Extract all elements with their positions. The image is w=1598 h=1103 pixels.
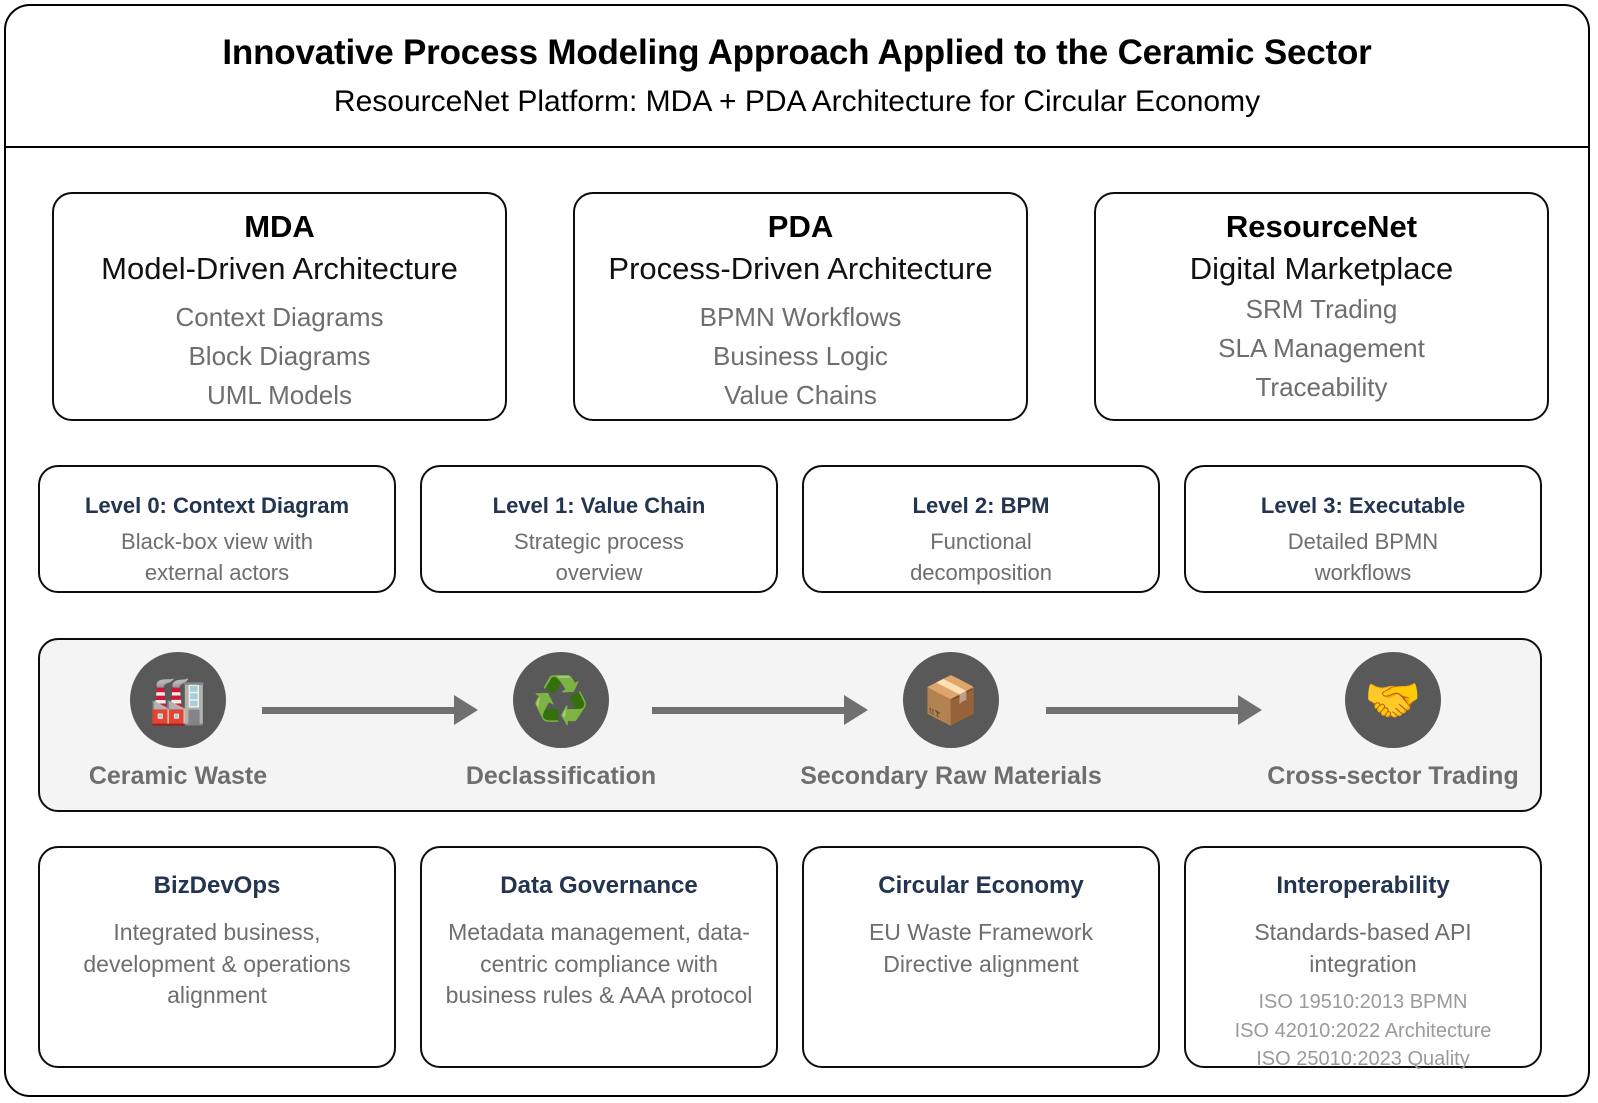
concept-title: Data Governance	[500, 872, 698, 899]
pillar-item-list: BPMN Workflows Business Logic Value Chai…	[700, 298, 902, 415]
pillar-item: SRM Trading	[1245, 294, 1398, 325]
level-card-3[interactable]: Level 3: Executable Detailed BPMN workfl…	[1184, 465, 1542, 593]
page-subtitle: ResourceNet Platform: MDA + PDA Architec…	[333, 84, 1261, 118]
concept-title: Circular Economy	[878, 872, 1084, 899]
concept-card-interoperability[interactable]: Interoperability Standards-based API int…	[1184, 846, 1542, 1070]
flow-arrow-1	[262, 695, 478, 725]
level-title: Level 0: Context Diagram	[84, 493, 350, 518]
pillar-item: BPMN Workflows	[699, 302, 902, 333]
flow-node-label: Cross-sector Trading	[1267, 762, 1519, 790]
flow-node-label: Secondary Raw Materials	[800, 762, 1102, 790]
standard-note: ISO 42010:2022 Architecture	[1234, 1019, 1492, 1042]
page-title: Innovative Process Modeling Approach App…	[222, 33, 1372, 73]
concept-description: EU Waste Framework Directive alignment	[868, 918, 1094, 977]
diagram-frame: Innovative Process Modeling Approach App…	[4, 4, 1590, 1097]
flow-node-declassification[interactable]: ♻️ Declassification	[411, 652, 711, 791]
pillar-card-mda[interactable]: MDA Model-Driven Architecture Context Di…	[52, 192, 507, 421]
factory-icon: 🏭	[130, 652, 226, 748]
arrow-head	[1238, 695, 1262, 725]
level-card-1[interactable]: Level 1: Value Chain Strategic process o…	[420, 465, 778, 593]
pillar-subtitle: Model-Driven Architecture	[101, 250, 458, 286]
pillar-card-resourcenet[interactable]: ResourceNet Digital Marketplace SRM Trad…	[1094, 192, 1549, 421]
arrow-head	[454, 695, 478, 725]
arrow-shaft	[1046, 706, 1238, 714]
concept-description: Integrated business, development & opera…	[83, 918, 351, 1009]
level-description: Black-box view with external actors	[121, 529, 313, 586]
pillar-item-list: Context Diagrams Block Diagrams UML Mode…	[175, 298, 383, 415]
level-card-2[interactable]: Level 2: BPM Functional decomposition	[802, 465, 1160, 593]
pillar-item: Block Diagrams	[188, 341, 371, 372]
arrow-shaft	[262, 706, 454, 714]
standard-note: ISO 19510:2013 BPMN	[1258, 991, 1468, 1014]
pillar-item: SLA Management	[1218, 333, 1425, 364]
pillar-title: ResourceNet	[1225, 209, 1418, 244]
pillar-title: MDA	[244, 209, 315, 244]
pillar-title: PDA	[767, 209, 834, 244]
arrow-head	[844, 695, 868, 725]
flow-node-label: Ceramic Waste	[88, 762, 268, 790]
flow-node-secondary-raw-materials[interactable]: 📦 Secondary Raw Materials	[800, 652, 1102, 791]
level-title: Level 3: Executable	[1260, 493, 1466, 518]
concept-description: Standards-based API integration	[1254, 918, 1472, 977]
concept-title: Interoperability	[1276, 872, 1450, 899]
level-description: Functional decomposition	[910, 529, 1052, 586]
recycle-icon: ♻️	[513, 652, 609, 748]
flow-node-label: Declassification	[465, 762, 657, 790]
pillar-subtitle: Digital Marketplace	[1189, 250, 1454, 286]
concept-card-bizdevops[interactable]: BizDevOps Integrated business, developme…	[38, 846, 396, 1068]
pillar-item: Value Chains	[724, 380, 877, 411]
concept-description: Metadata management, data-centric compli…	[445, 918, 753, 1009]
standard-note: ISO 25010:2023 Quality	[1256, 1048, 1470, 1071]
handshake-icon: 🤝	[1345, 652, 1441, 748]
flow-node-ceramic-waste[interactable]: 🏭 Ceramic Waste	[28, 652, 328, 791]
header: Innovative Process Modeling Approach App…	[6, 6, 1588, 148]
level-description: Detailed BPMN workflows	[1287, 529, 1439, 586]
pillar-card-pda[interactable]: PDA Process-Driven Architecture BPMN Wor…	[573, 192, 1028, 421]
flow-node-cross-sector-trading[interactable]: 🤝 Cross-sector Trading	[1243, 652, 1543, 791]
pillar-item: Traceability	[1255, 372, 1388, 403]
flow-arrow-2	[652, 695, 868, 725]
concept-card-circular-economy[interactable]: Circular Economy EU Waste Framework Dire…	[802, 846, 1160, 1068]
level-title: Level 2: BPM	[912, 493, 1050, 518]
level-title: Level 1: Value Chain	[492, 493, 706, 518]
concept-title: BizDevOps	[153, 872, 281, 899]
pillar-subtitle: Process-Driven Architecture	[608, 250, 993, 286]
arrow-shaft	[652, 706, 844, 714]
package-icon: 📦	[903, 652, 999, 748]
standards-note-list: ISO 19510:2013 BPMN ISO 42010:2022 Archi…	[1235, 988, 1492, 1073]
flow-arrow-3	[1046, 695, 1262, 725]
pillar-item: UML Models	[207, 380, 352, 411]
process-flow-band: 🏭 Ceramic Waste ♻️ Declassification 📦 Se…	[38, 638, 1542, 812]
level-card-0[interactable]: Level 0: Context Diagram Black-box view …	[38, 465, 396, 593]
level-description: Strategic process overview	[514, 529, 684, 586]
pillar-item: Context Diagrams	[175, 302, 384, 333]
pillar-item-list: SRM Trading SLA Management Traceability	[1218, 290, 1425, 407]
pillar-item: Business Logic	[713, 341, 888, 372]
concept-card-data-governance[interactable]: Data Governance Metadata management, dat…	[420, 846, 778, 1068]
